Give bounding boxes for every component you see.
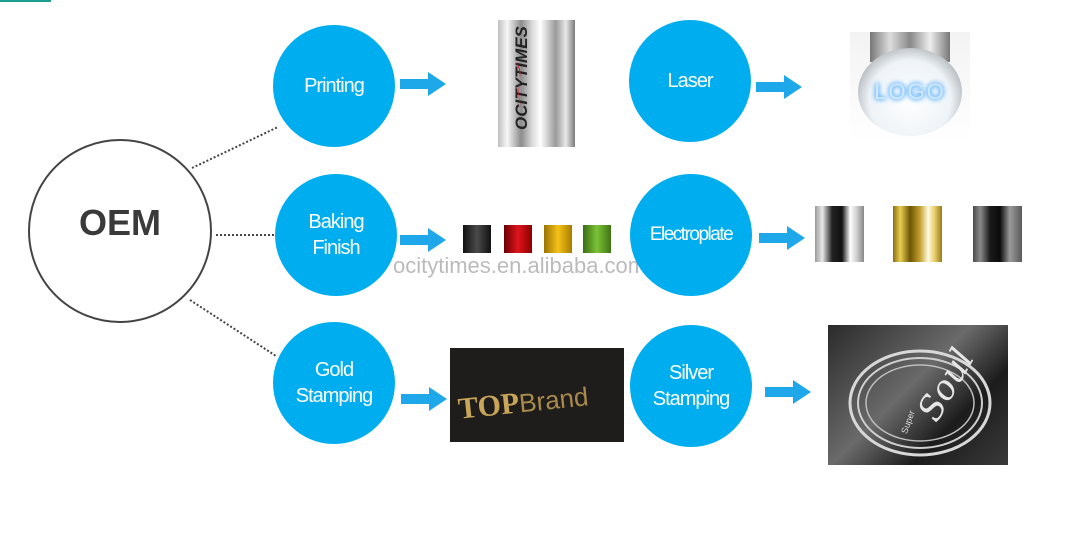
- silver-stamping-sample-image: Soul Super: [828, 325, 1008, 465]
- laser-logo-text: LOGO: [874, 79, 946, 104]
- arrow-icon: [400, 72, 446, 96]
- watermark: ocitytimes.en.alibaba.com: [393, 253, 647, 278]
- arrow-icon: [765, 380, 811, 404]
- printing-sample-image: OCITYTIMES: [498, 20, 575, 147]
- cap-red: [504, 225, 532, 253]
- process-label: Laser: [667, 70, 713, 92]
- process-label: Electroplate: [649, 224, 734, 245]
- arrow-icon: [400, 228, 446, 252]
- oem-label: OEM: [78, 202, 161, 243]
- cap-gold: [544, 225, 572, 253]
- accent-line: [0, 0, 51, 2]
- connector-gold-stamping: [189, 299, 277, 357]
- oem-circle: OEM: [28, 139, 212, 323]
- cap-green: [583, 225, 611, 253]
- arrow-icon: [756, 75, 802, 99]
- connector-printing: [191, 126, 279, 169]
- arrow-icon: [759, 226, 805, 250]
- process-label: Printing: [304, 75, 365, 97]
- cap-gold-plated: [893, 206, 942, 262]
- cap-silver: [815, 206, 864, 262]
- cap-black: [463, 225, 491, 253]
- gold-stamping-sample-image: TOPBrand: [450, 348, 624, 442]
- process-electroplate: Electroplate: [630, 174, 752, 296]
- cap-gunmetal: [973, 206, 1022, 262]
- arrow-icon: [401, 387, 447, 411]
- process-laser: Laser: [629, 20, 751, 142]
- laser-sample-image: LOGO: [850, 32, 970, 142]
- process-printing: Printing: [273, 25, 395, 147]
